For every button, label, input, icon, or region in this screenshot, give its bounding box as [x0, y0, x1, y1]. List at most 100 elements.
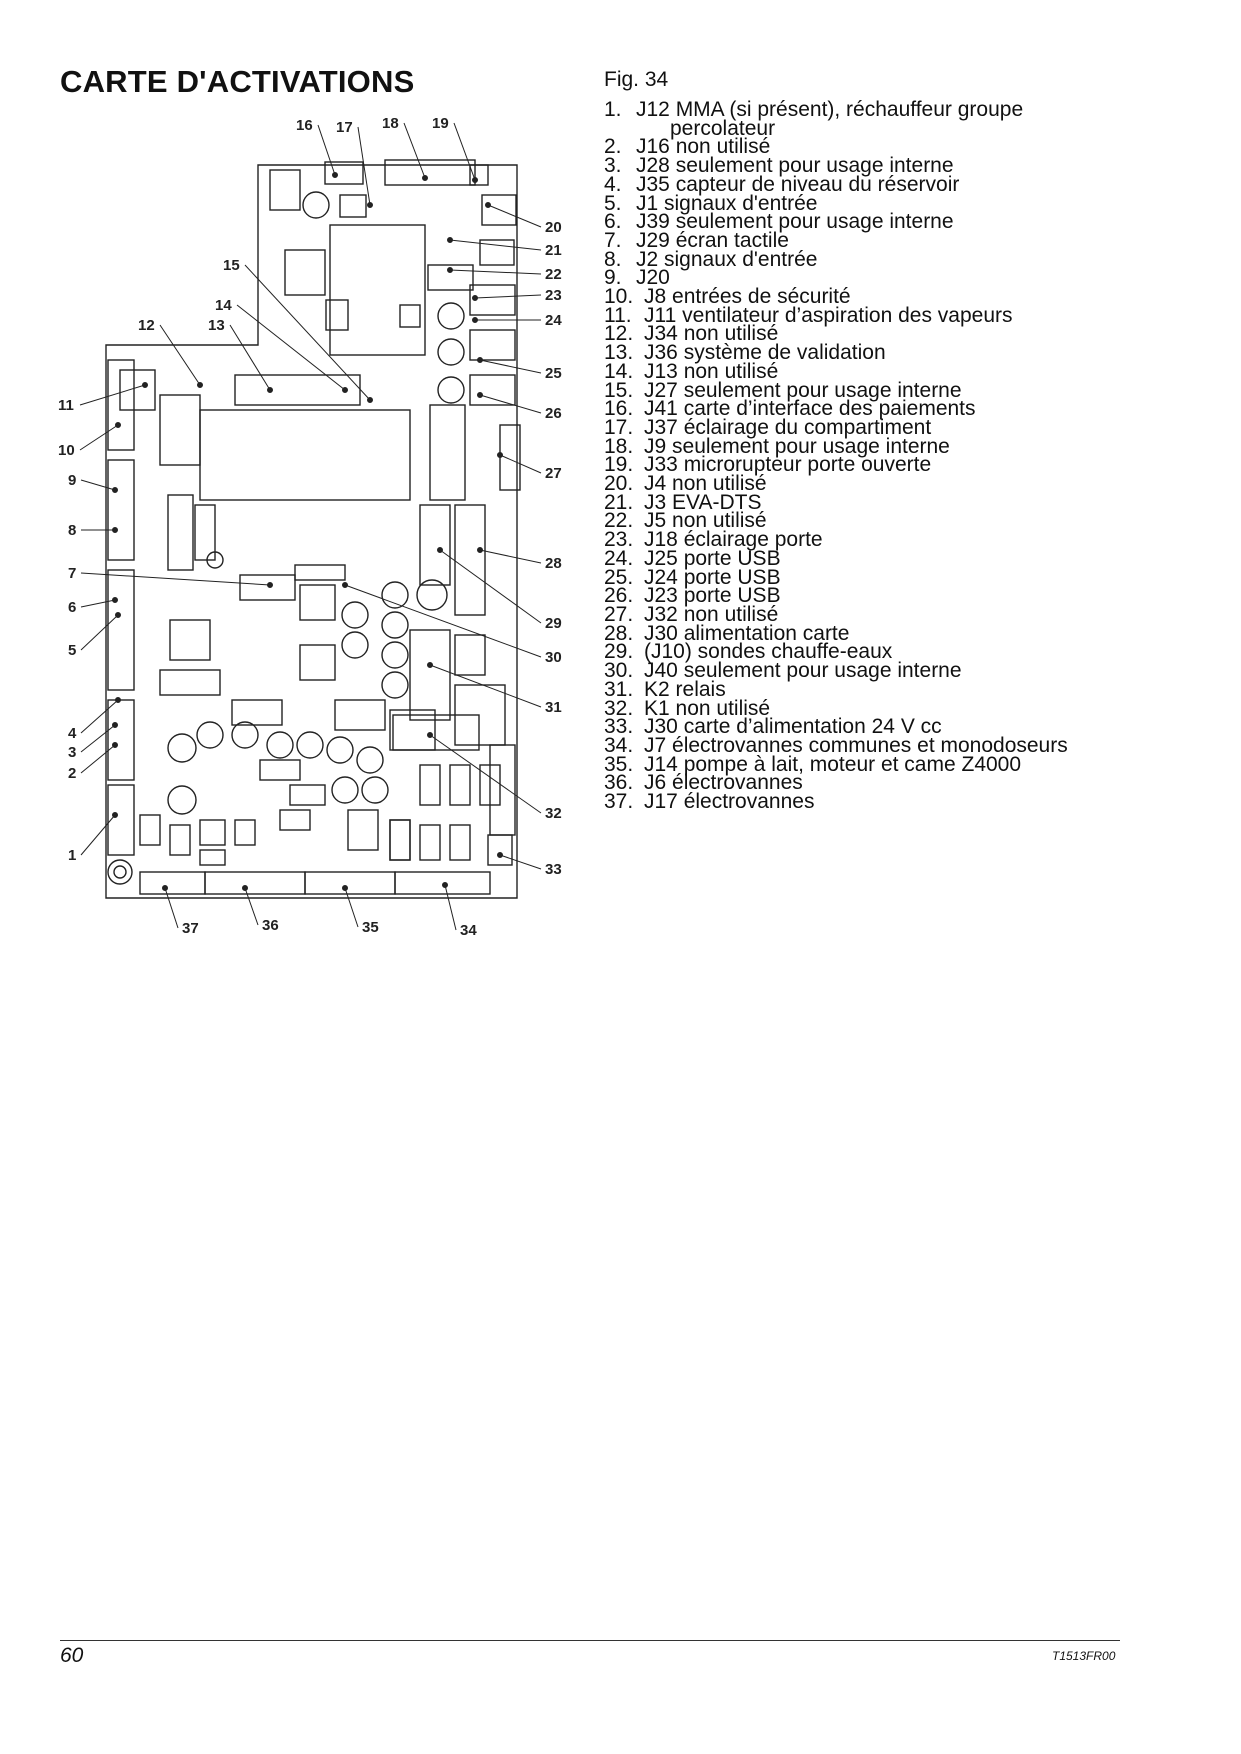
legend-item: 28.J30 alimentation carte — [604, 623, 1224, 644]
callout-leader-line — [474, 294, 542, 299]
legend-item-text: J9 seulement pour usage interne — [644, 434, 950, 458]
legend-item-number: 9. — [604, 266, 622, 290]
legend-item: 11. J11 ventilateur d’aspiration des vape… — [604, 303, 1224, 327]
legend-item: 8.J2 signaux d'entrée — [604, 249, 1224, 270]
callout-label: 27 — [545, 465, 562, 482]
callout-dot — [497, 452, 503, 458]
callout-leader-line — [429, 734, 542, 814]
legend-item-number: 7. — [604, 228, 622, 252]
legend-item: 2.J16 non utilisé — [604, 136, 1224, 157]
callout-leader-line — [479, 549, 542, 564]
callout-label: 30 — [545, 649, 562, 666]
legend-item: 21. J3 EVA-DTS — [604, 490, 1224, 514]
callout-dot — [162, 885, 168, 891]
callout-dot — [332, 172, 338, 178]
callout-label: 33 — [545, 861, 562, 878]
legend-item: 1. J12 MMA (si présent), réchauffeur grou… — [604, 98, 1224, 139]
callout-dot — [472, 295, 478, 301]
legend-item-number: 23. — [604, 528, 634, 552]
callout-dot — [485, 202, 491, 208]
legend-item: 10.J8 entrées de sécurité — [604, 286, 1224, 307]
legend-item: 7. J29 écran tactile — [604, 228, 1224, 252]
legend-item-text: J33 microrupteur porte ouverte — [644, 453, 932, 477]
legend-item-number: 21. — [604, 490, 634, 514]
figure-label: Fig. 34 — [604, 68, 669, 91]
callout-dot — [422, 175, 428, 181]
legend-item-text: J29 écran tactile — [636, 228, 789, 252]
callout-leader-line — [449, 239, 542, 251]
callout-label: 2 — [68, 765, 76, 782]
callout-label: 14 — [215, 297, 232, 314]
legend-item-number: 16. — [604, 397, 634, 421]
legend-item: 13.J36 système de validation — [604, 342, 1224, 363]
legend-item-number: 11. — [604, 303, 632, 327]
legend-item-number: 30. — [604, 659, 634, 683]
callout-label: 18 — [382, 115, 399, 132]
legend-item-number: 20. — [604, 472, 634, 496]
legend-item-text: J3 EVA-DTS — [644, 490, 762, 514]
callout-label: 19 — [432, 115, 449, 132]
callout-leader-line — [344, 584, 542, 658]
callout-dot — [367, 397, 373, 403]
mounting-hole — [107, 859, 133, 885]
legend-item-text: J6 électrovannes — [644, 771, 803, 795]
legend-item: 9. J20 — [604, 266, 1224, 290]
component-legend: 1. J12 MMA (si présent), réchauffeur grou… — [604, 98, 1224, 814]
callout-dot — [112, 812, 118, 818]
callout-leader-line — [80, 572, 271, 586]
connector-j41 — [324, 161, 364, 185]
connector-j7 — [394, 871, 491, 895]
callout-leader-line — [236, 304, 346, 391]
callout-label: 34 — [460, 922, 477, 939]
legend-item: 17.J37 éclairage du compartiment — [604, 415, 1224, 439]
legend-item-number: 19. — [604, 453, 634, 477]
callout-dot — [342, 387, 348, 393]
callout-label: 5 — [68, 642, 76, 659]
callout-dot — [477, 357, 483, 363]
callout-dot — [197, 382, 203, 388]
callout-label: 15 — [223, 257, 240, 274]
callout-leader-line — [80, 699, 119, 734]
callout-dot — [142, 382, 148, 388]
legend-item-number: 4. — [604, 172, 622, 196]
legend-item-text: J17 électrovannes — [644, 790, 815, 814]
legend-item-text: (J10) sondes chauffe-eaux — [644, 640, 893, 664]
legend-item: 30.J40 seulement pour usage interne — [604, 659, 1224, 683]
legend-item-number: 17. — [604, 415, 634, 439]
legend-item-number: 25. — [604, 565, 634, 589]
callout-leader-line — [80, 614, 119, 651]
callout-leader-line — [429, 664, 542, 708]
legend-item: 4. J35 capteur de niveau du réservoir — [604, 172, 1224, 196]
legend-item-text: J18 éclairage porte — [644, 528, 823, 552]
callout-label: 23 — [545, 287, 562, 304]
callout-label: 13 — [208, 317, 225, 334]
legend-item-text: J35 capteur de niveau du réservoir — [636, 172, 960, 196]
callout-dot — [497, 852, 503, 858]
legend-item-number: 35. — [604, 752, 634, 776]
callout-label: 21 — [545, 242, 562, 259]
legend-item-text: J20 — [636, 266, 670, 290]
legend-item-number: 3. — [604, 154, 622, 178]
legend-item: 14.J13 non utilisé — [604, 361, 1224, 382]
legend-item-text: J11 ventilateur d’aspiration des vapeurs — [644, 303, 1013, 327]
legend-item-number: 1. — [604, 98, 622, 121]
connector-j17 — [139, 871, 206, 895]
callout-label: 12 — [138, 317, 155, 334]
legend-item-text: J12 MMA (si présent), réchauffeur groupe — [636, 98, 1024, 121]
callout-label: 20 — [545, 219, 562, 236]
callout-label: 22 — [545, 266, 562, 283]
legend-item-text: J32 non utilisé — [644, 602, 779, 626]
callout-label: 37 — [182, 920, 199, 937]
callout-leader-line — [80, 724, 116, 753]
legend-item-number: 18. — [604, 434, 634, 458]
callout-leader-line — [344, 887, 359, 928]
legend-item: 19. J33 microrupteur porte ouverte — [604, 453, 1224, 477]
callout-dot — [242, 885, 248, 891]
legend-item: 29.(J10) sondes chauffe-eaux — [604, 640, 1224, 664]
callout-label: 29 — [545, 615, 562, 632]
callout-leader-line — [164, 887, 179, 929]
callout-dot — [472, 317, 478, 323]
legend-item: 20.J4 non utilisé — [604, 472, 1224, 496]
legend-item-text: J30 carte d’alimentation 24 V cc — [644, 715, 942, 739]
callout-label: 10 — [58, 442, 75, 459]
